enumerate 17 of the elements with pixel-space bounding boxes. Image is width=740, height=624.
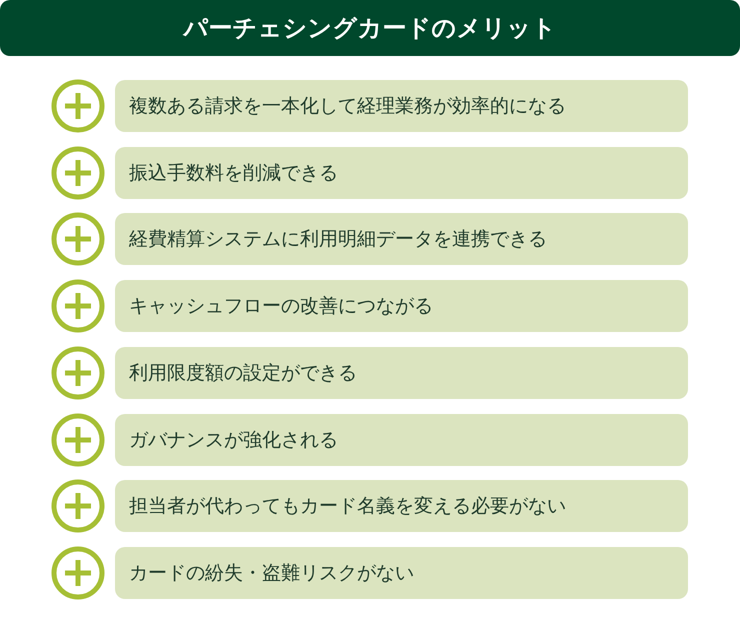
merit-box <box>115 546 688 599</box>
merit-box <box>115 146 688 199</box>
merit-box <box>115 346 688 399</box>
merit-text: ガバナンスが強化される <box>129 428 338 452</box>
merit-box <box>115 480 688 532</box>
merit-box <box>115 213 688 266</box>
title-banner: パーチェシングカードのメリット <box>0 0 740 56</box>
merit-text: 振込手数料を削減できる <box>129 160 338 186</box>
merit-text: 利用限度額の設定ができる <box>129 360 357 386</box>
merit-text: キャッシュフローの改善につながる <box>129 294 433 320</box>
merit-text: 担当者が代わってもカード名義を変える必要がない <box>129 494 566 520</box>
merit-box <box>115 280 688 332</box>
merit-box <box>115 414 688 466</box>
merit-box <box>115 80 688 132</box>
merit-text: カードの紛失・盗難リスクがない <box>129 560 414 586</box>
merit-text: 経費精算システムに利用明細データを連携できる <box>129 227 547 252</box>
merit-text: 複数ある請求を一本化して経理業務が効率的になる <box>129 94 566 119</box>
